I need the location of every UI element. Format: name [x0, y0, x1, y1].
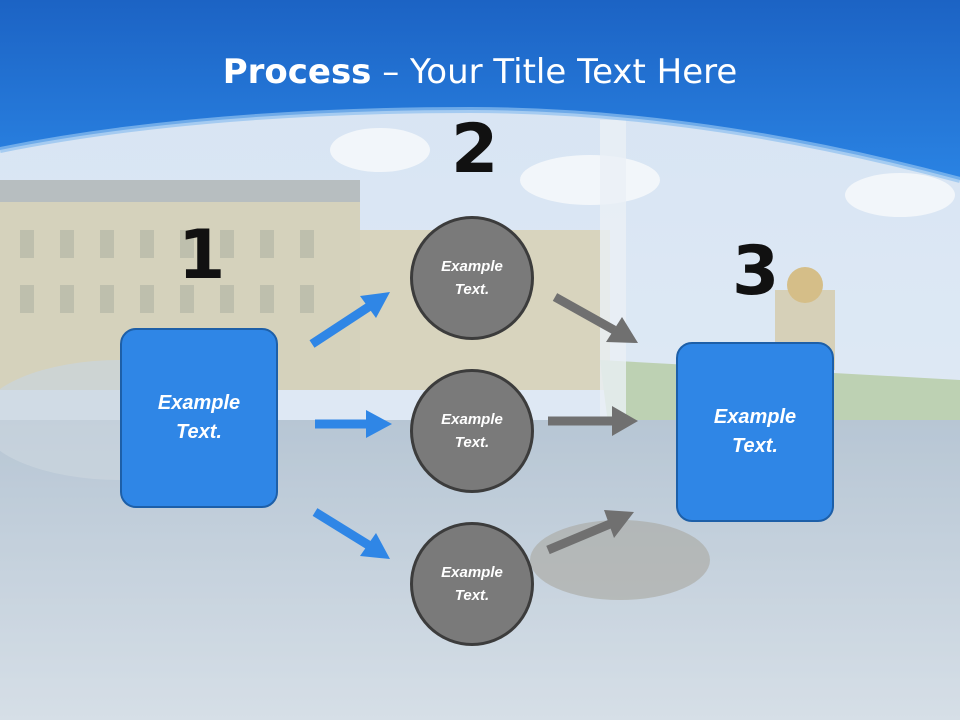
step-2-circle-middle: Example Text.: [410, 369, 534, 493]
arrow-top-to-3: [552, 293, 638, 343]
arrow-1-to-middle: [315, 410, 392, 438]
step-2-circle-bottom: Example Text.: [410, 522, 534, 646]
title-bold: Process: [222, 52, 372, 92]
step-number-1: 1: [178, 216, 226, 295]
arrow-middle-to-3: [548, 406, 638, 436]
step-3-text: Example Text.: [713, 406, 797, 457]
arrow-1-to-bottom: [312, 508, 390, 559]
arrow-1-to-top: [309, 292, 390, 348]
step-2-circle-middle-text: Example Text.: [441, 411, 503, 451]
title-rest: – Your Title Text Here: [371, 52, 738, 92]
step-2-circle-top: Example Text.: [410, 216, 534, 340]
step-number-3: 3: [732, 232, 780, 311]
step-1-text: Example Text.: [157, 392, 241, 443]
step-1-box: Example Text.: [120, 328, 278, 508]
step-number-2: 2: [451, 110, 499, 189]
step-2-circle-top-text: Example Text.: [441, 258, 503, 298]
slide-title: Process – Your Title Text Here: [0, 52, 960, 92]
step-3-box: Example Text.: [676, 342, 834, 522]
arrow-bottom-to-3: [546, 510, 634, 555]
step-2-circle-bottom-text: Example Text.: [441, 564, 503, 604]
